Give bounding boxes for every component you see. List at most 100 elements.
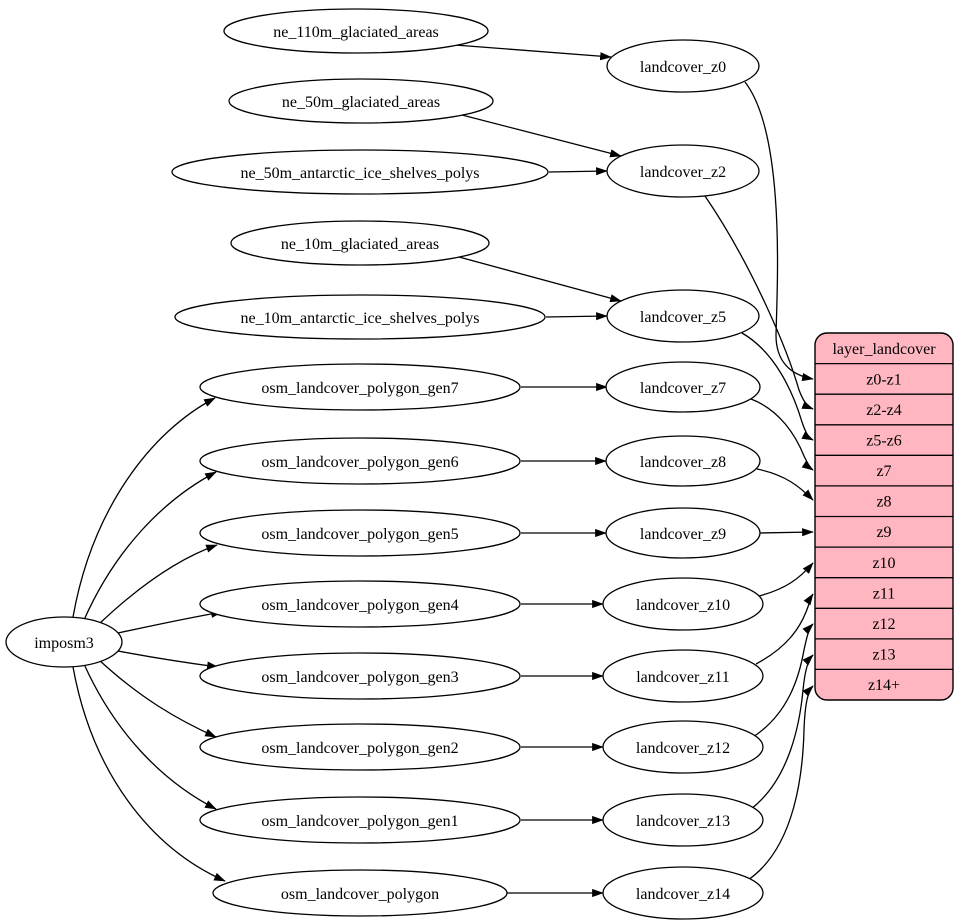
node-label: ne_110m_glaciated_areas <box>273 24 439 41</box>
edge-imposm3-osm-landcover-polygon-gen2 <box>97 658 217 738</box>
node-ellipse <box>199 580 521 628</box>
table-row-z14plus: z14+ <box>868 677 900 694</box>
edge-landcover-z11-row-z11 <box>755 593 814 665</box>
edge-ne-50m-glaciated-areas-landcover-z2 <box>461 114 622 158</box>
node-ellipse <box>199 363 521 411</box>
table-row-z10: z10 <box>872 555 895 572</box>
edge-imposm3-osm-landcover-polygon-gen7 <box>72 397 216 618</box>
node-ellipse <box>5 616 123 668</box>
node-label: landcover_z10 <box>636 597 730 614</box>
node-landcover-z8: landcover_z8 <box>605 435 761 487</box>
node-ellipse <box>199 723 521 771</box>
table-row-z13: z13 <box>872 647 895 664</box>
edge-landcover-z8-row-z8 <box>756 468 814 501</box>
node-label: landcover_z13 <box>636 813 730 830</box>
node-label: landcover_z0 <box>640 59 726 76</box>
node-label: ne_50m_antarctic_ice_shelves_polys <box>240 165 479 182</box>
edge-landcover-z14-row-z14plus <box>747 685 814 881</box>
node-landcover-z14: landcover_z14 <box>602 866 764 920</box>
node-label: osm_landcover_polygon_gen2 <box>261 740 458 757</box>
node-label: ne_10m_glaciated_areas <box>281 236 439 253</box>
node-label: landcover_z11 <box>636 669 730 686</box>
edge-layer <box>72 44 814 898</box>
table-row-z9: z9 <box>876 524 891 541</box>
node-landcover-z5: landcover_z5 <box>606 289 760 343</box>
edge-ne-10m-glaciated-areas-landcover-z5 <box>458 256 622 303</box>
node-ne-50m-glaciated-areas: ne_50m_glaciated_areas <box>228 78 494 124</box>
node-label: osm_landcover_polygon_gen4 <box>261 597 458 614</box>
edge-landcover-z9-row-z9 <box>759 528 814 537</box>
node-ellipse <box>199 652 521 700</box>
table-row-z12: z12 <box>872 616 895 633</box>
edge-ne-110m-glaciated-areas-landcover-z0 <box>454 44 612 61</box>
node-label: landcover_z14 <box>636 886 730 903</box>
node-ellipse <box>605 361 761 413</box>
table-header: layer_landcover <box>832 341 936 358</box>
edge-ne-50m-antarctic-ice-shelves-polys-landcover-z2 <box>548 167 608 176</box>
node-ellipse <box>606 144 760 198</box>
node-label: osm_landcover_polygon_gen3 <box>261 669 458 686</box>
node-osm-landcover-polygon-gen2: osm_landcover_polygon_gen2 <box>199 723 521 771</box>
node-landcover-z2: landcover_z2 <box>606 144 760 198</box>
table-row-z2-z4: z2-z4 <box>866 402 902 419</box>
node-osm-landcover-polygon: osm_landcover_polygon <box>212 869 508 917</box>
edge-landcover-z10-row-z10 <box>758 562 814 597</box>
node-ellipse <box>228 78 494 124</box>
edge-landcover-z12-row-z12 <box>752 623 814 738</box>
node-ellipse <box>606 39 760 93</box>
node-ellipse <box>230 220 490 266</box>
node-landcover-z9: landcover_z9 <box>605 507 761 559</box>
edge-imposm3-osm-landcover-polygon-gen3 <box>117 650 219 670</box>
node-landcover-z10: landcover_z10 <box>602 577 764 631</box>
node-imposm3: imposm3 <box>5 616 123 668</box>
edge-landcover-z0-row-z0-z1 <box>744 81 814 382</box>
table-layer-landcover: layer_landcover z0-z1 z2-z4 z5-z6 z7 z8 … <box>814 332 954 701</box>
node-ellipse <box>199 796 521 844</box>
edge-imposm3-osm-landcover-polygon <box>72 666 226 882</box>
node-ellipse <box>606 289 760 343</box>
table-row-z8: z8 <box>876 494 891 511</box>
node-osm-landcover-polygon-gen4: osm_landcover_polygon_gen4 <box>199 580 521 628</box>
node-ne-50m-antarctic-ice-shelves-polys: ne_50m_antarctic_ice_shelves_polys <box>171 149 549 195</box>
node-label: imposm3 <box>34 635 94 652</box>
node-ellipse <box>223 8 489 54</box>
edge-landcover-z5-row-z5-z6 <box>741 332 814 441</box>
node-landcover-z0: landcover_z0 <box>606 39 760 93</box>
node-osm-landcover-polygon-gen7: osm_landcover_polygon_gen7 <box>199 363 521 411</box>
node-landcover-z12: landcover_z12 <box>602 720 764 774</box>
node-ellipse <box>602 649 764 703</box>
node-ellipse <box>171 149 549 195</box>
edge-ne-10m-antarctic-ice-shelves-polys-landcover-z5 <box>545 312 608 321</box>
edge-imposm3-osm-landcover-polygon-gen1 <box>83 663 217 810</box>
edge-imposm3-osm-landcover-polygon-gen5 <box>97 544 218 626</box>
node-ellipse <box>602 577 764 631</box>
node-ellipse <box>605 507 761 559</box>
node-ellipse <box>602 793 764 847</box>
node-label: landcover_z2 <box>640 164 726 181</box>
node-landcover-z13: landcover_z13 <box>602 793 764 847</box>
node-landcover-z7: landcover_z7 <box>605 361 761 413</box>
node-ellipse <box>199 437 521 485</box>
node-ne-110m-glaciated-areas: ne_110m_glaciated_areas <box>223 8 489 54</box>
node-ne-10m-antarctic-ice-shelves-polys: ne_10m_antarctic_ice_shelves_polys <box>174 294 546 340</box>
node-ne-10m-glaciated-areas: ne_10m_glaciated_areas <box>230 220 490 266</box>
edge-landcover-z13-row-z13 <box>750 654 814 810</box>
node-osm-landcover-polygon-gen5: osm_landcover_polygon_gen5 <box>199 509 521 557</box>
edge-landcover-z2-row-z2-z4 <box>704 195 814 410</box>
node-ellipse <box>602 720 764 774</box>
node-layer: ne_110m_glaciated_areas ne_50m_glaciated… <box>5 8 764 920</box>
node-label: osm_landcover_polygon_gen5 <box>261 526 458 543</box>
node-ellipse <box>199 509 521 557</box>
node-label: landcover_z5 <box>640 309 726 326</box>
node-ellipse <box>605 435 761 487</box>
node-label: landcover_z8 <box>640 454 726 471</box>
table-row-z11: z11 <box>873 586 896 603</box>
node-osm-landcover-polygon-gen6: osm_landcover_polygon_gen6 <box>199 437 521 485</box>
node-label: osm_landcover_polygon_gen6 <box>261 454 458 471</box>
node-label: landcover_z9 <box>640 526 726 543</box>
table-row-z7: z7 <box>876 463 891 480</box>
edge-imposm3-osm-landcover-polygon-gen6 <box>83 471 217 621</box>
node-label: ne_10m_antarctic_ice_shelves_polys <box>240 310 479 327</box>
